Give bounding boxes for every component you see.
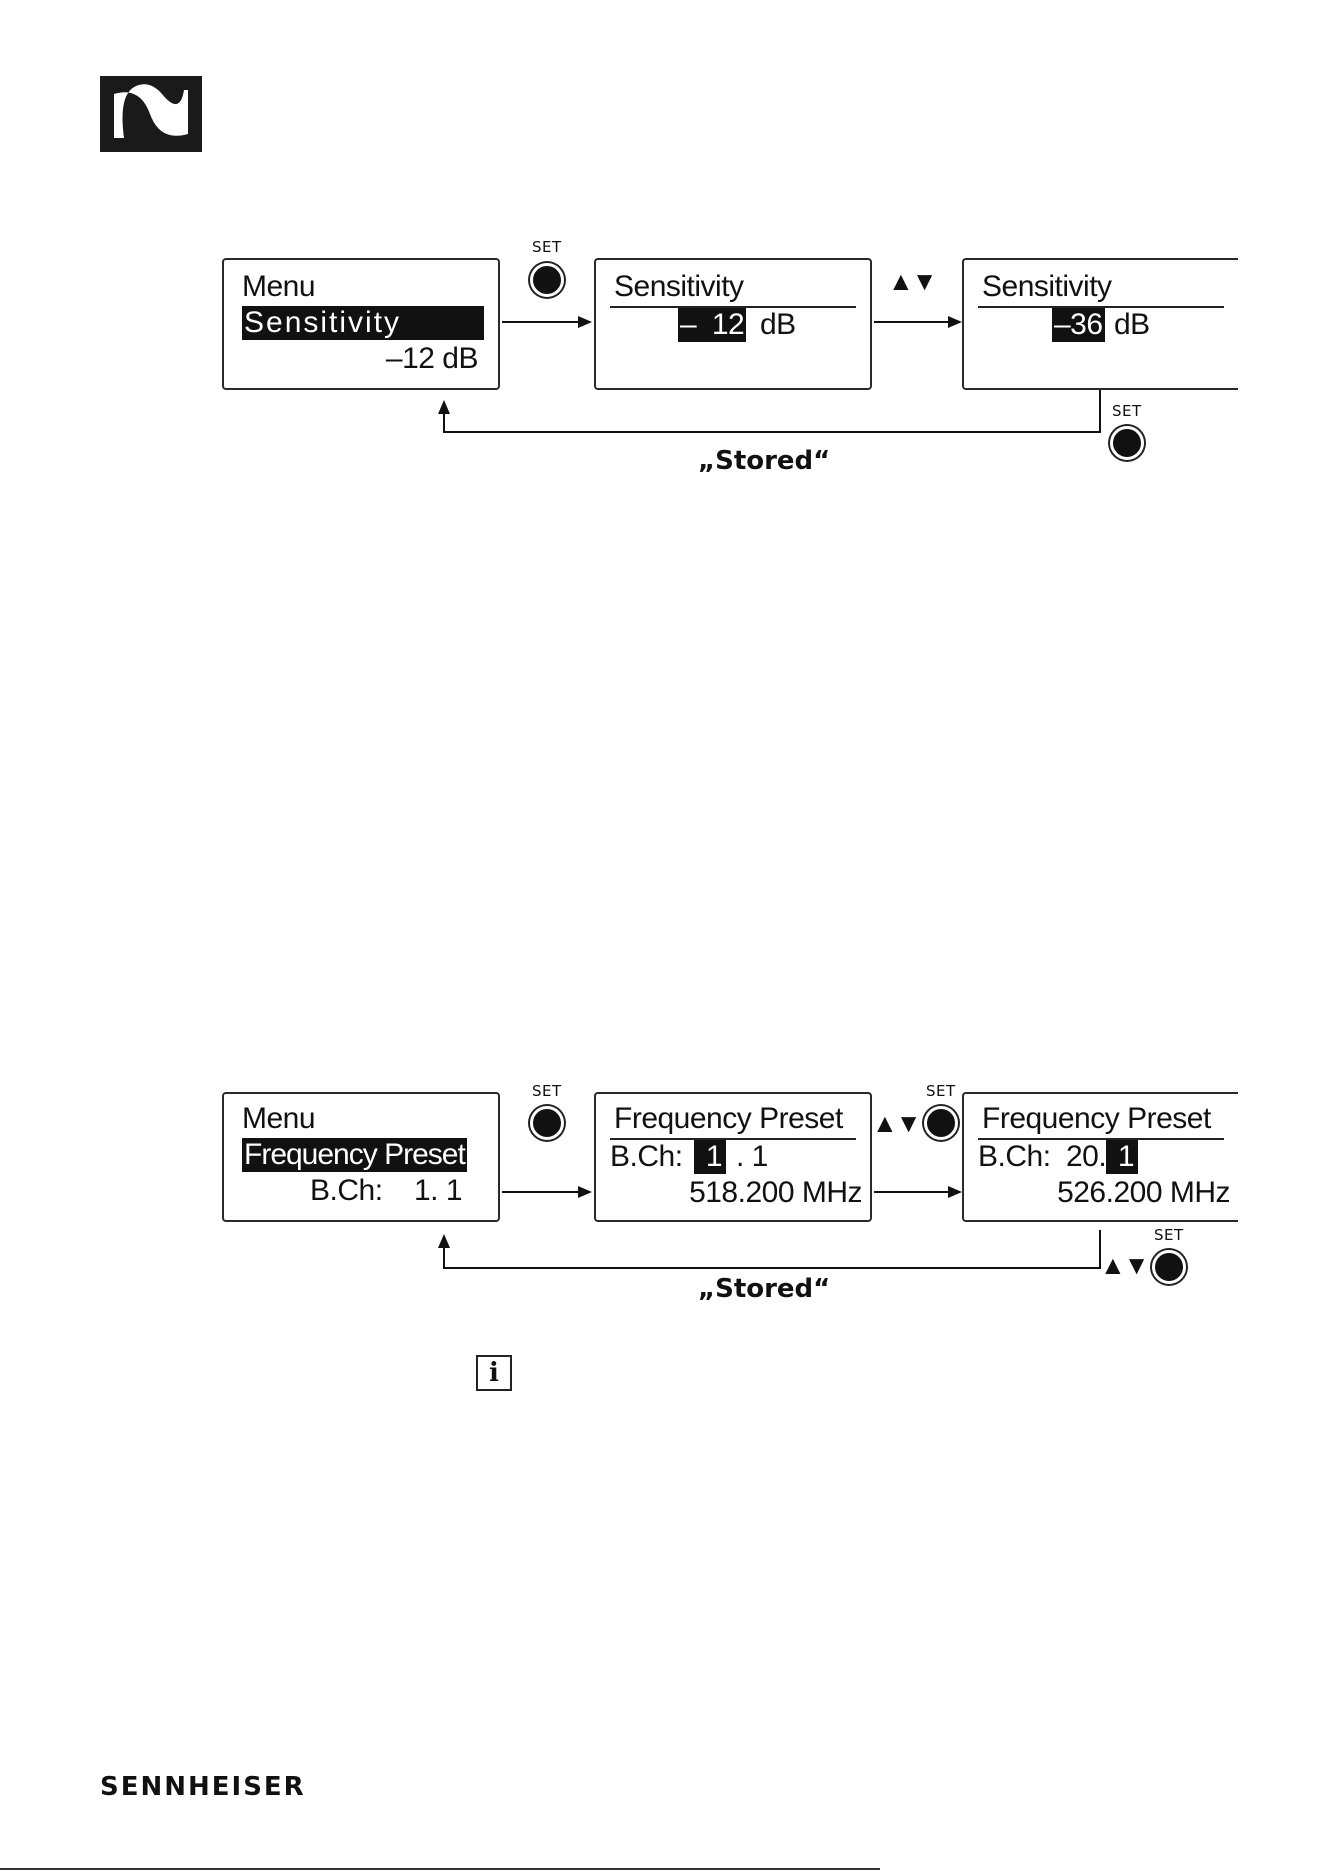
lcd-bank-label: B.Ch: <box>610 1140 683 1174</box>
lcd-title: Frequency Preset <box>982 1102 1211 1136</box>
lcd-title: Sensitivity <box>614 270 744 304</box>
up-down-buttons[interactable]: ▲▼ <box>872 1108 919 1139</box>
lcd-bank-label: B.Ch: <box>310 1174 383 1208</box>
lcd-title: Sensitivity <box>982 270 1112 304</box>
up-down-buttons[interactable]: ▲▼ <box>1100 1250 1147 1281</box>
stored-caption: „Stored“ <box>698 446 830 476</box>
lcd-selected-item: Frequency Preset <box>242 1138 467 1172</box>
set-button[interactable] <box>924 1106 958 1140</box>
lcd-selected-value: – 12 <box>678 308 746 342</box>
set-button[interactable] <box>530 1106 564 1140</box>
set-button[interactable] <box>1152 1250 1186 1284</box>
lcd-channel: . 1 <box>736 1140 768 1174</box>
info-icon: i <box>476 1355 512 1391</box>
stored-caption: „Stored“ <box>698 1274 830 1304</box>
lcd-menu-frequency-preset: Menu Frequency Preset B.Ch: 1. 1 <box>222 1092 500 1222</box>
brand-wordmark: SENNHEISER <box>100 1772 306 1802</box>
lcd-bank-prefix: 20. <box>1066 1140 1106 1174</box>
up-down-buttons[interactable]: ▲▼ <box>888 266 935 297</box>
lcd-frequency-preset-edit: Frequency Preset B.Ch: 1 . 1 518.200 MHz <box>594 1092 872 1222</box>
lcd-title: Menu <box>242 1102 315 1136</box>
set-button[interactable] <box>1110 426 1144 460</box>
lcd-bank-label: B.Ch: <box>978 1140 1051 1174</box>
set-label: SET <box>1154 1226 1184 1244</box>
lcd-title: Frequency Preset <box>614 1102 843 1136</box>
lcd-frequency: 526.200 MHz <box>1057 1176 1230 1210</box>
set-button[interactable] <box>530 263 564 297</box>
lcd-menu-sensitivity: Menu Sensitivity –12 dB <box>222 258 500 390</box>
set-label: SET <box>532 1082 562 1100</box>
lcd-selected-value: –36 <box>1052 308 1105 342</box>
lcd-unit: dB <box>1114 308 1150 342</box>
lcd-frequency-preset-changed: Frequency Preset B.Ch: 20. 1 526.200 MHz <box>962 1092 1238 1222</box>
lcd-selected-item: Sensitivity <box>242 306 484 340</box>
lcd-title: Menu <box>242 270 315 304</box>
set-label: SET <box>926 1082 956 1100</box>
lcd-selected-channel: 1 <box>1106 1140 1138 1174</box>
footer-rule <box>0 1868 880 1870</box>
set-label: SET <box>1112 402 1142 420</box>
lcd-sensitivity-changed: Sensitivity –36 dB <box>962 258 1238 390</box>
lcd-value: –12 dB <box>386 342 478 376</box>
lcd-unit: dB <box>760 308 796 342</box>
lcd-selected-bank: 1 <box>694 1140 726 1174</box>
lcd-sensitivity-edit: Sensitivity – 12 dB <box>594 258 872 390</box>
set-label: SET <box>532 238 562 256</box>
lcd-bank-value: 1. 1 <box>414 1174 462 1208</box>
lcd-frequency: 518.200 MHz <box>689 1176 862 1210</box>
